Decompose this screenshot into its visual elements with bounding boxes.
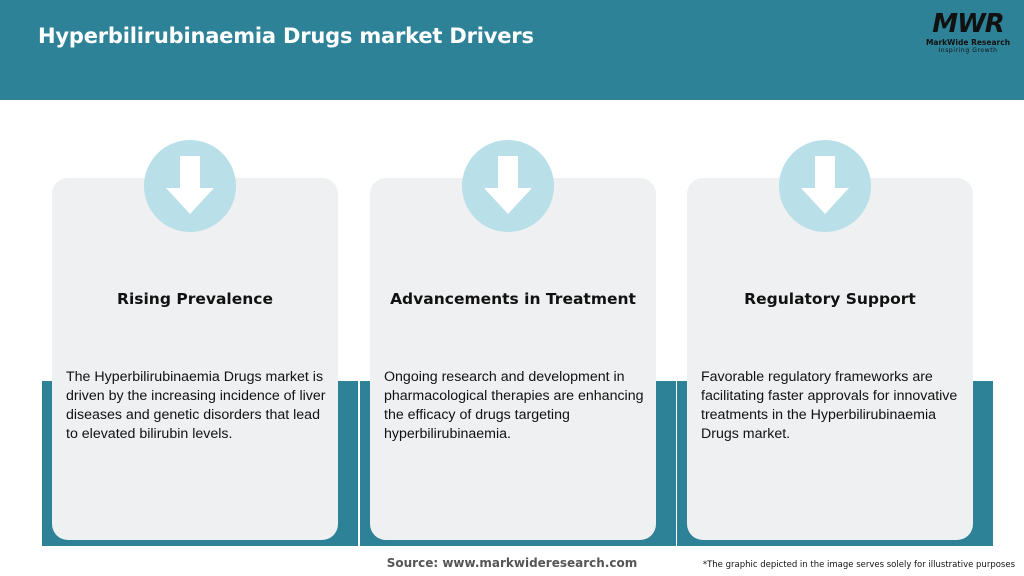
page-title: Hyperbilirubinaemia Drugs market Drivers [38,24,534,48]
card-title: Rising Prevalence [117,290,273,308]
arrow-down-icon [484,156,532,214]
icon-circle [144,140,236,232]
arrow-down-icon [801,156,849,214]
icon-circle [462,140,554,232]
disclaimer-note: *The graphic depicted in the image serve… [702,560,1015,570]
header-banner: Hyperbilirubinaemia Drugs market Drivers… [0,0,1024,100]
card-title: Regulatory Support [744,290,916,308]
card-title: Advancements in Treatment [390,290,636,308]
logo-name: MarkWide Research [925,38,1011,47]
card-body: Regulatory Support Favorable regulatory … [687,178,973,540]
card-body: Advancements in Treatment Ongoing resear… [370,178,656,540]
driver-card-3: Regulatory Support Favorable regulatory … [677,140,993,550]
card-body: Rising Prevalence The Hyperbilirubinaemi… [52,178,338,540]
driver-card-1: Rising Prevalence The Hyperbilirubinaemi… [42,140,358,550]
markwide-logo[interactable]: MWR MarkWide Research Inspiring Growth [921,10,1015,58]
card-description: The Hyperbilirubinaemia Drugs market is … [66,369,326,442]
card-description: Ongoing research and development in phar… [384,369,644,442]
arrow-down-icon [166,156,214,214]
driver-card-2: Advancements in Treatment Ongoing resear… [360,140,676,550]
source-credit: Source: www.markwideresearch.com [386,556,638,570]
logo-tagline: Inspiring Growth [938,47,998,54]
icon-circle [779,140,871,232]
card-description: Favorable regulatory frameworks are faci… [701,369,958,442]
logo-mark: MWR [932,9,1005,39]
